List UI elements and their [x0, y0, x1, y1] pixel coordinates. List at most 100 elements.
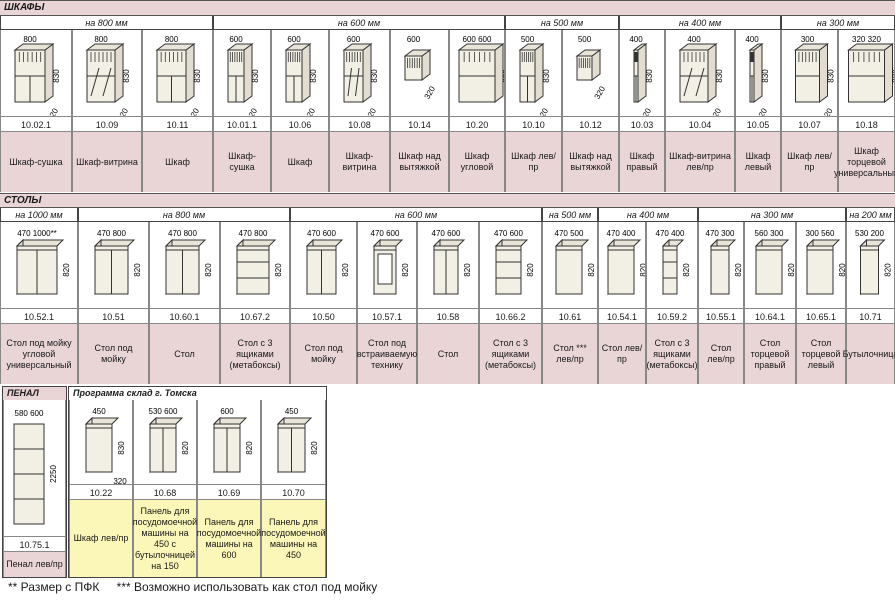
item-name: Шкаф лев/пр [782, 132, 837, 192]
dim-width: 400 [629, 35, 643, 44]
dim-depth: 320 [245, 106, 260, 116]
item-code: 10.22 [70, 484, 132, 500]
dim-height: 820 [682, 263, 691, 277]
dim-height: 820 [463, 263, 472, 277]
dim-width: 560 300 [755, 229, 784, 238]
dim-height: 830 [645, 69, 654, 83]
item-code: 10.70 [262, 484, 325, 500]
item-name: Стол торцевой левый [797, 324, 845, 384]
dim-height: 830 [193, 69, 202, 83]
item-name: Шкаф угловой [450, 132, 504, 192]
dim-height: 830 [122, 69, 131, 83]
item-code: 10.65.1 [797, 308, 845, 324]
dim-height: 820 [341, 263, 350, 277]
item-name: Шкаф над вытяжкой [391, 132, 448, 192]
dim-width: 300 [801, 35, 815, 44]
item-name: Стол под мойку угловой универсальный [1, 324, 77, 384]
dim-depth: 320 [423, 84, 438, 101]
dim-width: 530 600 [149, 407, 178, 416]
dim-width: 400 [745, 35, 759, 44]
dim-depth: 320 [820, 106, 835, 116]
dim-height: 820 [274, 263, 283, 277]
dim-height: 820 [526, 263, 535, 277]
group-label: на 400 мм [598, 208, 698, 222]
group-label: на 200 мм [846, 208, 895, 222]
group-label: на 500 мм [505, 16, 619, 30]
group-label: на 800 мм [0, 16, 213, 30]
dim-depth: 320 [364, 106, 379, 116]
item-name: Стол с 3 ящиками (метабоксы) [646, 324, 698, 384]
item-code: 10.01.1 [214, 116, 270, 132]
dim-width: 470 500 [555, 229, 584, 238]
group-label: на 600 мм [290, 208, 542, 222]
item-code: 10.05 [736, 116, 780, 132]
dim-depth: 320 [113, 477, 127, 484]
item-code: 10.54.1 [599, 308, 645, 324]
group-label: на 500 мм [542, 208, 598, 222]
dim-height: 830 [502, 69, 504, 83]
item-name: Шкаф [143, 132, 212, 192]
item-name: Шкаф-сушка [1, 132, 71, 192]
dim-width: 470 600 [432, 229, 461, 238]
item-drawing: 470 600 820 [480, 222, 541, 308]
item-code: 10.11 [143, 116, 212, 132]
item-code: 10.75.1 [4, 536, 65, 552]
item-code: 10.20 [450, 116, 504, 132]
item-code: 10.52.1 [1, 308, 77, 324]
dim-width: 300 560 [806, 229, 835, 238]
item-code: 10.71 [847, 308, 894, 324]
dim-height: 830 [542, 69, 551, 83]
dim-width: 470 800 [168, 229, 197, 238]
dim-width: 470 600 [307, 229, 336, 238]
dim-height: 820 [838, 263, 845, 277]
dim-width: 500 [521, 35, 535, 44]
dim-height: 2250 [49, 465, 58, 483]
footnote-pfk: ** Размер с ПФК [8, 580, 100, 594]
group-label: на 400 мм [619, 16, 781, 30]
dim-height: 830 [892, 69, 895, 83]
dim-height: 830 [370, 69, 379, 83]
penal-box: ПЕНАЛ [2, 386, 67, 578]
item-name: Стол лев/пр [599, 324, 645, 384]
dim-width: 400 [687, 35, 701, 44]
dim-height: 830 [309, 69, 318, 83]
section-header-tables: СТОЛЫ [0, 193, 895, 208]
group-label: на 300 мм [781, 16, 895, 30]
dim-height: 820 [310, 441, 319, 455]
item-name: Бутылочница [843, 324, 895, 384]
item-code: 10.61 [543, 308, 597, 324]
item-drawing: 300 560 820 [797, 222, 845, 308]
item-name: Стол *** лев/пр [543, 324, 597, 384]
dim-width: 470 600 [494, 229, 523, 238]
item-code: 10.08 [330, 116, 389, 132]
item-code: 10.10 [506, 116, 561, 132]
item-name: Панель для посудомоечной машины на 450 [261, 500, 326, 577]
dim-width: 800 [23, 35, 37, 44]
dim-height: 830 [761, 69, 770, 83]
dim-width: 600 [347, 35, 361, 44]
